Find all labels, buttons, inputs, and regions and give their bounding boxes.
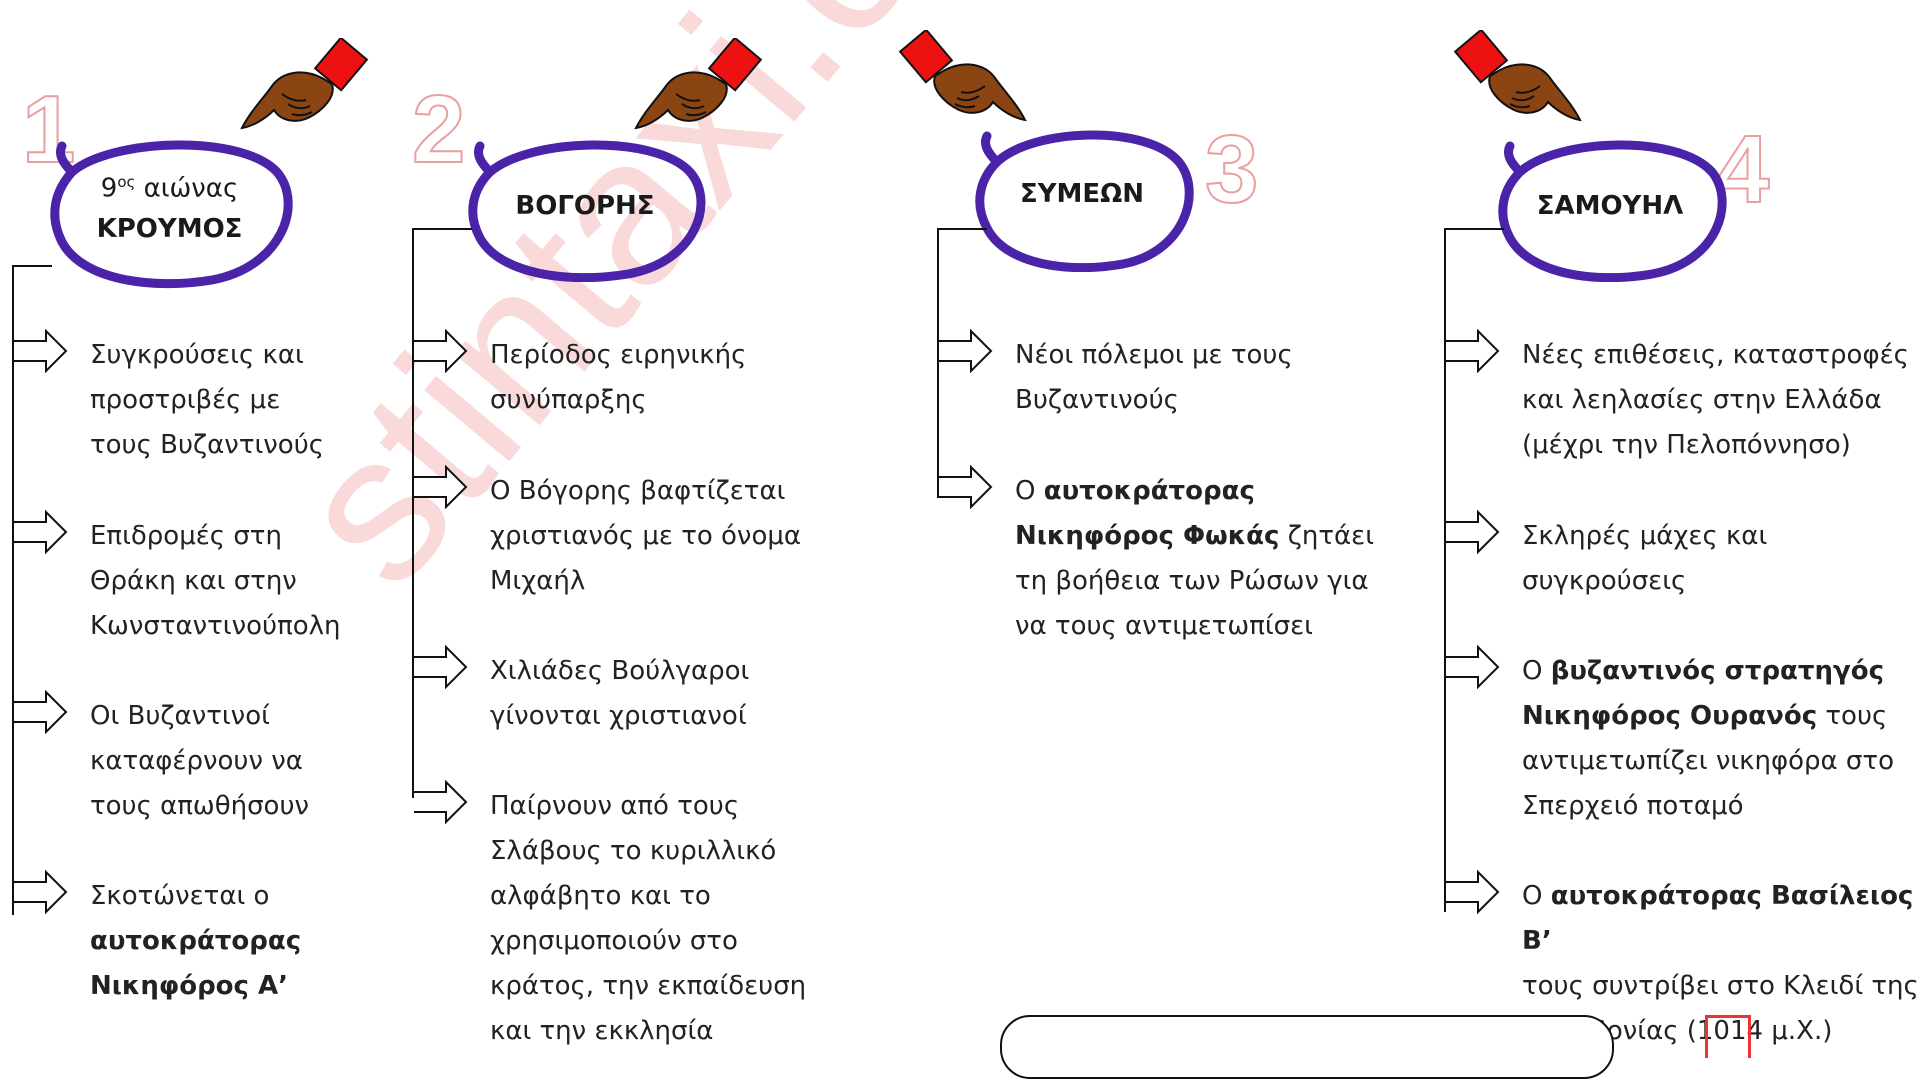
arrow-right-icon [14, 329, 68, 373]
arrow-right-icon [939, 465, 993, 509]
step-number: 3 [1204, 116, 1259, 223]
arrow-right-icon [1446, 645, 1500, 689]
arrow-right-icon [414, 329, 468, 373]
leader-oval: 9ος αιώνας ΚΡΟΥΜΟΣ [42, 132, 297, 290]
leader-oval: ΒΟΓΟΡΗΣ [460, 132, 710, 282]
arrow-right-icon [414, 780, 468, 824]
item-text: Ο αυτοκράτορας Νικηφόρος Φωκάς ζητάει τη… [1015, 476, 1374, 641]
bracket-top [412, 228, 472, 230]
leader-name: ΣΑΜΟΥΗΛ [1536, 191, 1684, 221]
leader-oval: ΣΥΜΕΩΝ [967, 122, 1197, 272]
pointing-hand-icon [634, 38, 763, 130]
leader-oval: ΣΑΜΟΥΗΛ [1490, 132, 1730, 282]
bracket-top [12, 265, 52, 267]
century-suffix: ος [117, 173, 136, 191]
arrow-right-icon [1446, 870, 1500, 914]
leader-name: ΚΡΟΥΜΟΣ [96, 213, 243, 244]
oval-label: 9ος αιώνας ΚΡΟΥΜΟΣ [42, 162, 297, 249]
leader-name: ΣΥΜΕΩΝ [1019, 179, 1145, 209]
pointing-hand-icon [1453, 30, 1582, 122]
oval-label: ΒΟΓΟΡΗΣ [460, 186, 710, 226]
oval-label: ΣΑΜΟΥΗΛ [1490, 186, 1730, 226]
arrow-right-icon [14, 870, 68, 914]
bracket-line [412, 228, 414, 798]
note-box [1000, 1015, 1614, 1079]
leader-name: ΒΟΓΟΡΗΣ [515, 191, 655, 221]
bracket-line [1444, 228, 1446, 912]
arrow-right-icon [14, 510, 68, 554]
item-text: Ο βυζαντινός στρατηγός Νικηφόρος Ουρανός… [1522, 656, 1894, 821]
arrow-right-icon [14, 690, 68, 734]
pointing-hand-icon [240, 38, 369, 130]
bracket-line [12, 265, 14, 915]
arrow-right-icon [414, 645, 468, 689]
arrow-right-icon [1446, 329, 1500, 373]
step-number: 2 [411, 76, 466, 183]
pointing-hand-icon [898, 30, 1027, 122]
arrow-right-icon [1446, 510, 1500, 554]
arrow-right-icon [414, 465, 468, 509]
century-word: αιώνας [135, 173, 239, 204]
century-number: 9 [100, 173, 118, 204]
arrow-right-icon [939, 329, 993, 373]
bracket-top [937, 228, 987, 230]
bracket-top [1444, 228, 1504, 230]
oval-label: ΣΥΜΕΩΝ [967, 174, 1197, 214]
bracket-line [937, 228, 939, 498]
red-square-icon [1705, 1015, 1751, 1058]
